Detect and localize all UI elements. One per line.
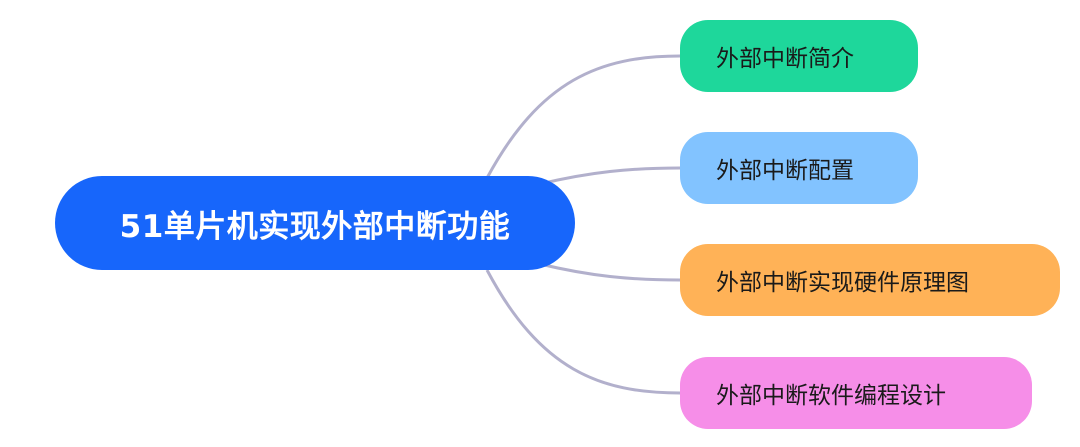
topic-config[interactable]: 外部中断配置 [680, 132, 918, 204]
connector-line [539, 166, 681, 186]
topic-config-label: 外部中断配置 [716, 158, 854, 184]
topic-hardware-schematic[interactable]: 外部中断实现硬件原理图 [680, 244, 1060, 316]
topic-software-design[interactable]: 外部中断软件编程设计 [680, 357, 1032, 429]
connector-line [485, 269, 681, 395]
connector-line [485, 54, 681, 179]
topic-intro-label: 外部中断简介 [716, 46, 854, 72]
topic-software-design-label: 外部中断软件编程设计 [716, 383, 946, 409]
connector-line [539, 262, 681, 282]
topic-intro[interactable]: 外部中断简介 [680, 20, 918, 92]
topic-hardware-schematic-label: 外部中断实现硬件原理图 [716, 270, 969, 296]
root-topic-label: 51单片机实现外部中断功能 [119, 208, 511, 245]
root-topic[interactable]: 51单片机实现外部中断功能 [55, 176, 575, 270]
